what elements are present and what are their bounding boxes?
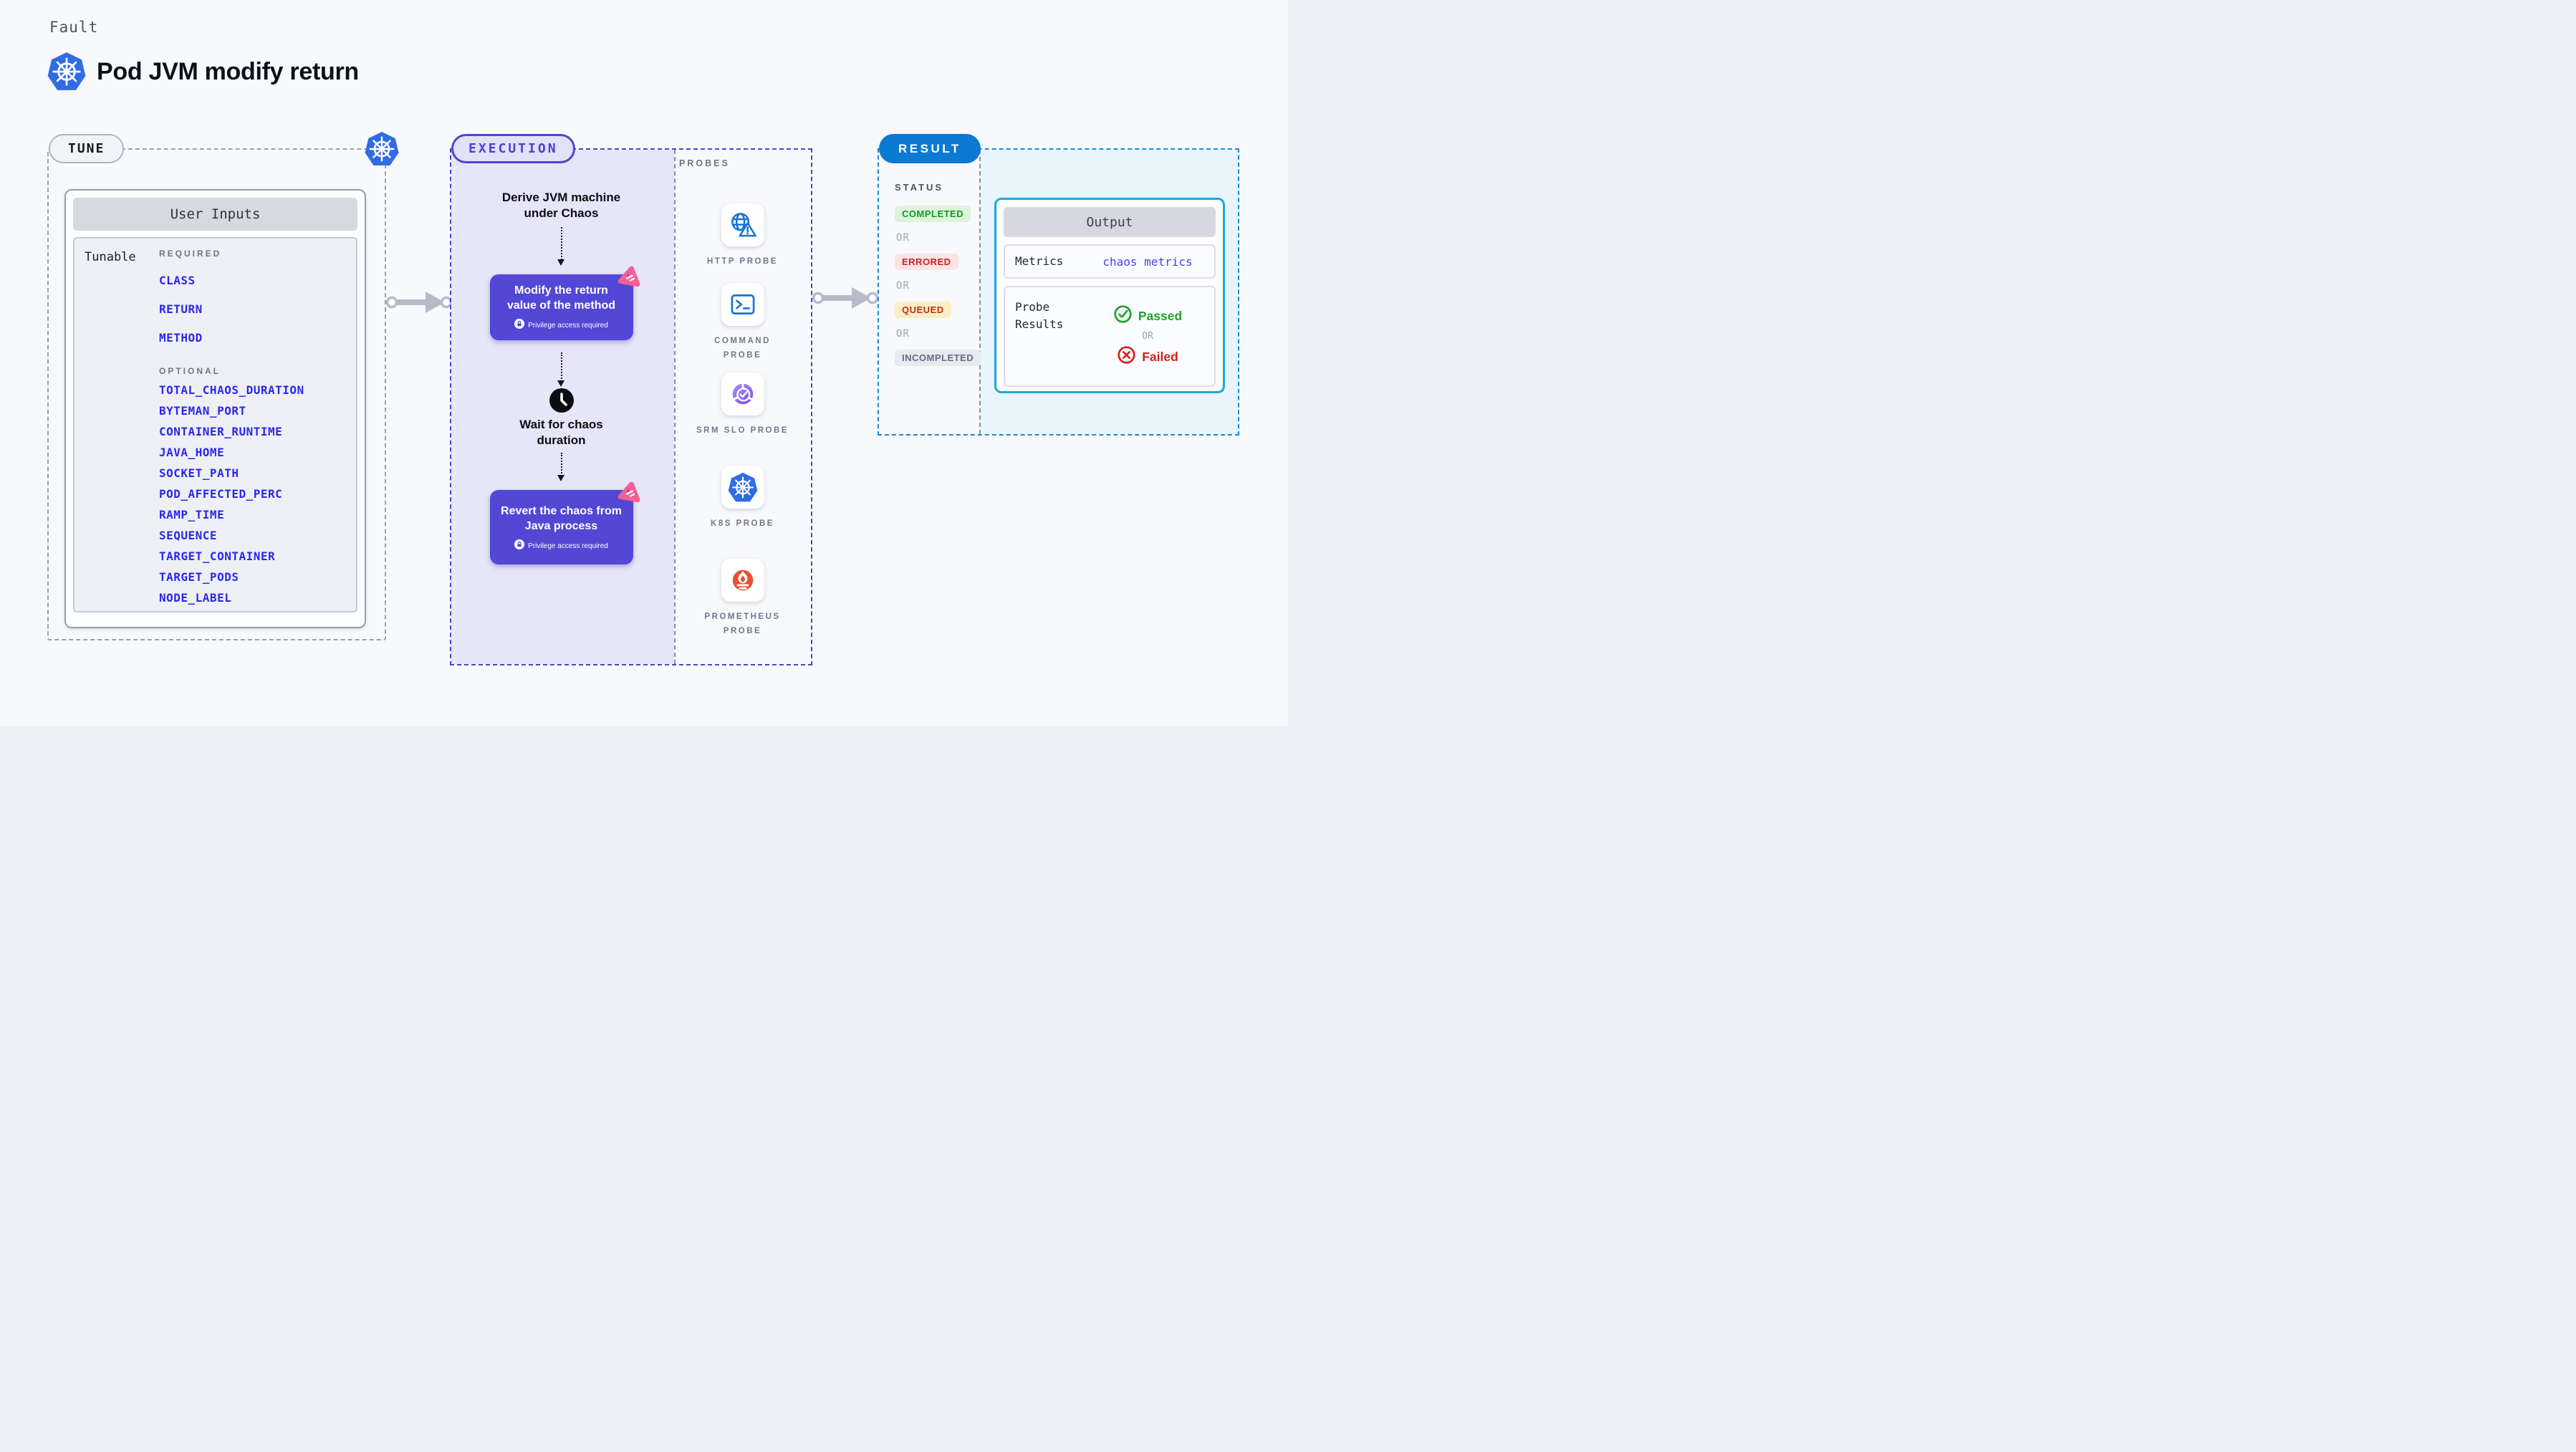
srm-slo-probe-icon [721,372,764,415]
step-modify-label: Modify the return value of the method [506,284,616,312]
probe-item-srm-slo: SRM SLO PROBE [673,372,812,438]
passed-label: Passed [1138,308,1183,323]
tunable-input-link[interactable]: NODE_LABEL [159,591,232,605]
status-badge-completed: COMPLETED [895,206,971,222]
probe-item-command: COMMAND PROBE [673,283,812,362]
title-row: Pod JVM modify return [47,52,359,92]
kubernetes-icon [47,52,86,92]
step-modify-node: Modify the return value of the method Pr… [489,266,640,341]
or-separator: OR [896,232,910,244]
probe-label: PROMETHEUS PROBE [704,612,781,635]
dotted-arrow-down-icon [557,352,564,388]
privilege-note: Privilege access required [528,322,608,330]
probes-divider [674,150,676,664]
optional-items-list: TOTAL_CHAOS_DURATION BYTEMAN_PORT CONTAINE… [159,383,356,611]
execution-flow: Derive JVM machine under Chaos Modify th… [450,148,673,565]
clock-icon [549,388,575,413]
tunable-input-link[interactable]: POD_AFFECTED_PERC [159,487,283,501]
probe-label: K8S PROBE [711,519,774,528]
tunable-input-link[interactable]: TOTAL_CHAOS_DURATION [159,383,304,397]
step-revert-label: Revert the chaos from Java process [501,505,622,532]
tunable-input-link[interactable]: CLASS [159,274,196,287]
status-label: STATUS [895,182,944,193]
http-probe-icon [721,203,764,246]
required-items-list: CLASS RETURN METHOD [159,274,356,345]
lock-icon [514,319,525,332]
tunable-label: Tunable [85,250,136,264]
step-wait-label: Wait for chaos duration [519,418,603,448]
probe-results-row: Probe Results Passed OR [1004,286,1216,387]
or-separator: OR [1142,331,1153,342]
user-inputs-body: Tunable REQUIRED CLASS RETURN METHOD OPTIO… [73,237,357,612]
page-title: Pod JVM modify return [97,57,359,85]
probes-panel-label: PROBES [679,158,730,168]
probe-item-k8s: K8S PROBE [673,466,812,532]
result-divider [979,150,981,434]
status-stack: COMPLETED OR ERRORED OR QUEUED OR INCOMP… [895,206,981,366]
probe-item-http: HTTP PROBE [673,203,812,269]
step-derive-label: Derive JVM machine under Chaos [501,191,621,221]
probe-results-label: Probe Results [1015,300,1064,331]
probe-label: COMMAND PROBE [714,337,771,360]
command-probe-icon [721,283,764,326]
tunable-input-link[interactable]: TARGET_PODS [159,570,239,584]
chaos-icon [617,265,642,289]
probes-panel: HTTP PROBE COMMAND PROBE [673,148,812,665]
probe-item-prometheus: PROMETHEUS PROBE [673,559,812,638]
metrics-row: Metrics chaos metrics [1004,244,1216,279]
or-separator: OR [896,280,910,292]
tune-badge: TUNE [49,134,125,163]
privilege-note: Privilege access required [528,542,608,551]
user-inputs-header: User Inputs [73,198,357,231]
optional-group-label: OPTIONAL [159,366,221,376]
or-separator: OR [896,328,910,340]
tunable-input-link[interactable]: JAVA_HOME [159,446,225,459]
user-inputs-card: User Inputs Tunable REQUIRED CLASS RETURN… [64,189,366,628]
metrics-value-link[interactable]: chaos metrics [1102,254,1193,269]
tunable-input-link[interactable]: SOCKET_PATH [159,466,239,480]
arrow-tune-to-execution [386,292,452,313]
output-card: Output Metrics chaos metrics Probe Resul… [994,198,1225,393]
tunable-input-link[interactable]: SEQUENCE [159,529,218,542]
step-revert-node: Revert the chaos from Java process Privi… [489,481,640,565]
dotted-arrow-down-icon [557,453,564,482]
tune-section [47,148,386,640]
output-header: Output [1004,207,1216,237]
tunable-input-link[interactable]: CONTAINER_RUNTIME [159,425,283,438]
tunable-input-link[interactable]: RAMP_TIME [159,508,225,521]
execution-badge: EXECUTION [451,134,575,163]
fault-diagram-page: Fault Pod JVM modify return TUNE [0,0,1288,726]
tunable-input-link[interactable]: TARGET_CONTAINER [159,549,276,563]
probe-label: SRM SLO PROBE [696,426,789,435]
tunable-input-link[interactable]: BYTEMAN_PORT [159,404,246,418]
kubernetes-icon [365,131,399,167]
lock-icon [514,539,525,553]
x-circle-icon [1117,345,1136,368]
probe-label: HTTP PROBE [707,257,778,266]
status-badge-queued: QUEUED [895,302,951,318]
arrow-execution-to-result [812,287,878,309]
k8s-probe-icon [721,466,764,509]
status-badge-errored: ERRORED [895,254,958,270]
chaos-icon [617,481,642,504]
check-circle-icon [1113,304,1133,327]
tunable-input-link[interactable]: METHOD [159,331,203,345]
failed-label: Failed [1142,349,1178,364]
prometheus-probe-icon [721,559,764,602]
required-group-label: REQUIRED [159,249,222,259]
tunable-input-link[interactable]: RETURN [159,302,203,316]
dotted-arrow-down-icon [557,227,564,266]
metrics-label: Metrics [1015,254,1064,268]
fault-eyebrow: Fault [49,19,99,36]
status-badge-incompleted: INCOMPLETED [895,350,981,366]
result-badge: RESULT [879,134,981,163]
